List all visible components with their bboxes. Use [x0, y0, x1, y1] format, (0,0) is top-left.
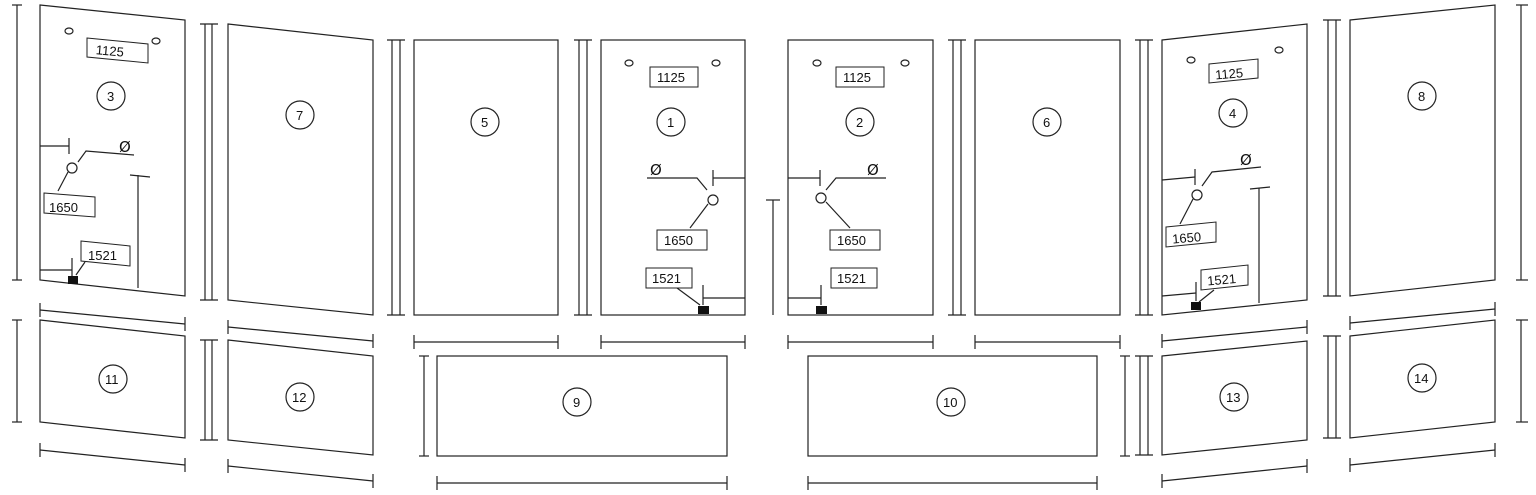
diameter-symbol: Ø [867, 161, 879, 179]
diameter-symbol: Ø [650, 161, 662, 179]
floor-marker [698, 306, 709, 314]
label-1521: 1521 [652, 271, 681, 286]
panel-number-12: 12 [292, 390, 306, 405]
panel-8: 8 [1323, 4, 1528, 330]
panel-2: 1125 2 Ø 1650 1521 [787, 39, 934, 349]
panel-6: 6 [948, 39, 1121, 349]
outlet-circle [815, 192, 827, 204]
diameter-symbol: Ø [119, 138, 131, 156]
outlet-circle [66, 162, 78, 174]
panel-number-6: 6 [1043, 115, 1050, 130]
mount-hole [1186, 56, 1196, 64]
label-1125: 1125 [95, 42, 124, 59]
panel-number-3: 3 [107, 89, 114, 104]
panel-number-11: 11 [105, 372, 119, 387]
mount-hole [64, 27, 74, 35]
panel-number-9: 9 [573, 395, 580, 410]
mount-hole [151, 37, 161, 45]
panel-7: 7 [200, 23, 374, 348]
label-1521: 1521 [88, 248, 117, 263]
panel-number-2: 2 [856, 115, 863, 130]
label-1650: 1650 [49, 200, 78, 215]
label-1521: 1521 [837, 271, 866, 286]
panel-number-1: 1 [667, 115, 674, 130]
panel-4: 1125 4 Ø 1650 1521 [1135, 23, 1308, 348]
mount-hole [812, 59, 822, 67]
mount-hole [1274, 46, 1284, 54]
panel-number-8: 8 [1418, 89, 1425, 104]
panel-number-5: 5 [481, 115, 488, 130]
label-1650: 1650 [837, 233, 866, 248]
panel-10: 10 [807, 355, 1130, 490]
mount-hole [900, 59, 910, 67]
outlet-circle [1191, 189, 1203, 201]
panel-9: 9 [419, 355, 728, 490]
panel-1: 1125 1 Ø 1650 1521 [574, 39, 746, 349]
label-1650: 1650 [1172, 229, 1202, 246]
label-1125: 1125 [657, 70, 685, 85]
floor-marker [68, 276, 78, 284]
outlet-circle [707, 194, 719, 206]
label-1521: 1521 [1207, 271, 1237, 288]
panel-number-13: 13 [1226, 390, 1240, 405]
panel-5: 5 [387, 39, 559, 349]
mount-hole [624, 59, 634, 67]
label-1125: 1125 [1215, 65, 1244, 82]
panel-number-14: 14 [1414, 371, 1428, 386]
panel-12: 12 [200, 339, 374, 488]
panel-14: 14 [1323, 319, 1528, 472]
label-1125: 1125 [843, 70, 871, 85]
panel-13: 13 [1135, 340, 1308, 488]
panel-3: 1125 3 Ø 1650 1521 [12, 4, 186, 331]
floor-marker [816, 306, 827, 314]
panel-number-7: 7 [296, 108, 303, 123]
floor-marker [1191, 302, 1201, 310]
panel-number-4: 4 [1229, 106, 1236, 121]
diameter-symbol: Ø [1240, 151, 1252, 169]
label-1650: 1650 [664, 233, 693, 248]
panel-11: 11 [12, 319, 186, 472]
mount-hole [711, 59, 721, 67]
panel-number-10: 10 [943, 395, 957, 410]
